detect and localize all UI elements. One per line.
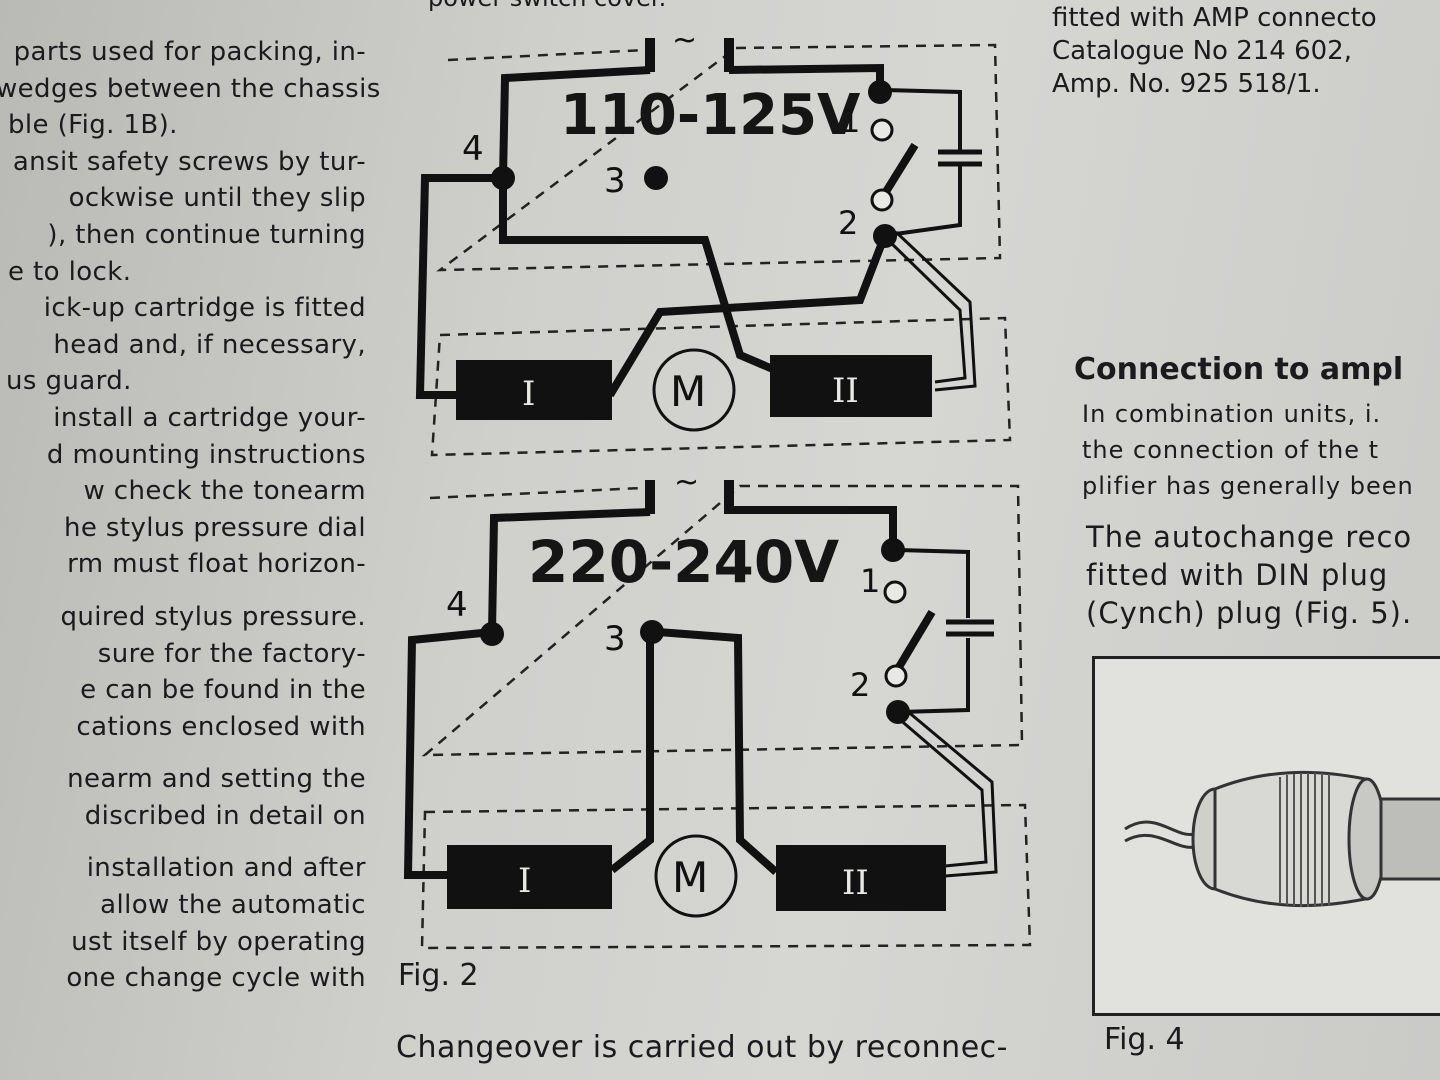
right-paragraph-2: The autochange reco fitted with DIN plug… bbox=[1086, 518, 1412, 632]
terminal-label: 3 bbox=[604, 619, 626, 659]
text-line: ick-up cartridge is fitted bbox=[43, 293, 366, 324]
text-line: e can be found in the bbox=[80, 675, 366, 706]
text-line: rm must float horizon- bbox=[67, 549, 366, 580]
text-line: fitted with DIN plug bbox=[1086, 558, 1389, 592]
motor-label: M bbox=[670, 367, 706, 416]
text-line: fitted with AMP connecto bbox=[1052, 3, 1377, 33]
motor-label: M bbox=[672, 853, 708, 902]
text-line: us guard. bbox=[6, 366, 132, 397]
body-text-bottom: Changeover is carried out by reconnec- bbox=[396, 1030, 1008, 1065]
text-line: Catalogue No 214 602, bbox=[1052, 36, 1352, 66]
voltage-label: 110-125V bbox=[560, 83, 861, 148]
text-line: quired stylus pressure. bbox=[60, 601, 366, 632]
text-line: install a cartridge your- bbox=[53, 402, 366, 433]
winding-label: I bbox=[518, 861, 531, 901]
text-line: ), then continue turning bbox=[47, 219, 366, 250]
terminal-label: 2 bbox=[850, 666, 870, 704]
winding-1 bbox=[456, 360, 612, 420]
motor-symbol bbox=[652, 348, 736, 432]
winding-2 bbox=[770, 355, 932, 417]
terminal-label: 4 bbox=[462, 129, 484, 169]
text-line: The autochange reco bbox=[1086, 520, 1413, 554]
text-line: the connection of the t bbox=[1082, 436, 1380, 464]
fig4-illustration bbox=[1092, 656, 1440, 1016]
diagram-220v: ~ 220-240V 1 2 3 4 I II bbox=[403, 465, 1032, 950]
text-line: ble (Fig. 1B). bbox=[8, 110, 178, 141]
text-line: d mounting instructions bbox=[46, 439, 366, 470]
diagram-110v: ~ 110-125V 1 2 bbox=[415, 23, 1012, 457]
text-line: e to lock. bbox=[8, 256, 132, 287]
terminal-label: 4 bbox=[446, 585, 468, 625]
terminal-label: 1 bbox=[840, 102, 860, 140]
figure-caption-top: power switch cover. bbox=[428, 0, 666, 12]
text-line: Amp. No. 925 518/1. bbox=[1052, 69, 1321, 99]
right-paragraph-1: In combination units, i. the connection … bbox=[1082, 396, 1414, 504]
winding-1 bbox=[447, 845, 612, 909]
motor-symbol bbox=[654, 834, 738, 918]
text-line: installation and after bbox=[86, 853, 366, 884]
plug-drawing bbox=[1124, 770, 1440, 908]
terminal-label: 3 bbox=[604, 161, 626, 201]
text-line: ust itself by operating bbox=[71, 926, 366, 957]
text-line: sure for the factory- bbox=[97, 638, 366, 669]
terminal-label: 1 bbox=[860, 562, 880, 600]
right-text-column-top: fitted with AMP connecto Catalogue No 21… bbox=[1052, 0, 1440, 101]
fig4-label: Fig. 4 bbox=[1104, 1022, 1185, 1057]
text-line: head and, if necessary, bbox=[53, 329, 366, 360]
winding-label: II bbox=[842, 863, 869, 903]
text-line: plifier has generally been bbox=[1082, 472, 1414, 500]
fig2-label: Fig. 2 bbox=[398, 958, 479, 993]
text-line: cations enclosed with bbox=[76, 711, 366, 742]
tilde-symbol: ~ bbox=[672, 23, 697, 58]
left-text-column: parts used for packing, in- wedges betwe… bbox=[0, 34, 381, 997]
voltage-label: 220-240V bbox=[528, 528, 839, 596]
text-line: w check the tonearm bbox=[83, 476, 366, 507]
winding-label: II bbox=[832, 371, 859, 411]
text-line: one change cycle with bbox=[66, 963, 366, 994]
text-line: nearm and setting the bbox=[67, 764, 366, 795]
text-line: allow the automatic bbox=[100, 890, 366, 921]
text-line: (Cynch) plug (Fig. 5). bbox=[1086, 596, 1413, 630]
winding-label: I bbox=[522, 374, 535, 414]
text-line: he stylus pressure dial bbox=[63, 512, 366, 543]
winding-2 bbox=[776, 845, 946, 911]
text-line: parts used for packing, in- bbox=[13, 37, 366, 67]
terminal-label: 2 bbox=[838, 204, 858, 242]
section-heading: Connection to ampl bbox=[1074, 352, 1404, 387]
text-line: In combination units, i. bbox=[1082, 400, 1382, 428]
tilde-symbol: ~ bbox=[674, 465, 699, 500]
text-line: ansit safety screws by tur- bbox=[12, 146, 366, 177]
text-line: ockwise until they slip bbox=[68, 183, 366, 214]
text-line: wedges between the chassis bbox=[0, 73, 381, 104]
text-line: discribed in detail on bbox=[84, 800, 366, 831]
